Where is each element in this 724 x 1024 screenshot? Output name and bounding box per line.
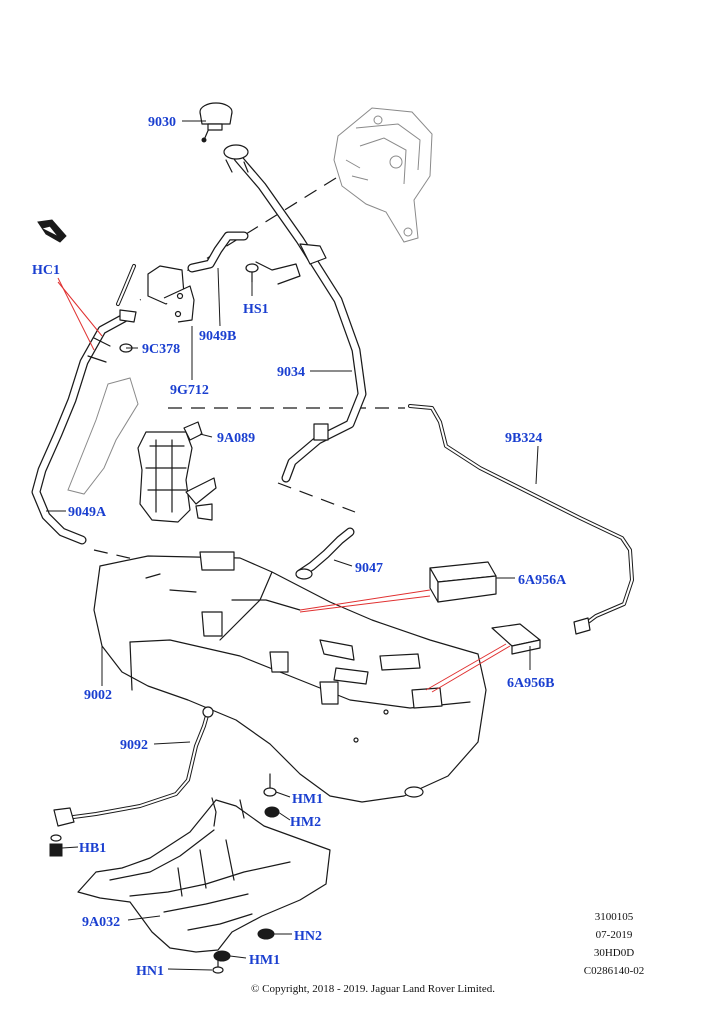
fuel-line-part [408, 404, 634, 635]
fuel-pump-module [137, 421, 217, 523]
valve-bracket-part [147, 265, 195, 323]
fastener-hm1-bottom [213, 950, 231, 962]
control-module-a [429, 561, 497, 603]
hose-9047-part [295, 527, 355, 580]
bolt-hs1-part [245, 263, 259, 283]
callout-6a956a: 6A956A [518, 573, 567, 588]
callout-6a956b: 6A956B [507, 676, 554, 691]
callout-hc1: HC1 [32, 263, 60, 278]
hose-assembly-part [31, 264, 137, 545]
clip-hc1-part [37, 219, 67, 243]
callout-9c378: 9C378 [142, 342, 180, 357]
reference-model: 30HD0D [594, 947, 634, 959]
callout-9092: 9092 [120, 738, 148, 753]
callout-hn2: HN2 [294, 929, 322, 944]
fastener-hn1 [212, 959, 224, 974]
callout-hn1: HN1 [136, 964, 164, 979]
callout-9002: 9002 [84, 688, 112, 703]
callout-hm1-bottom: HM1 [249, 953, 280, 968]
tank-strap-part [53, 706, 214, 827]
callout-9049a: 9049A [68, 505, 107, 520]
callout-9a032: 9A032 [82, 915, 120, 930]
callout-labels: 9030 HC1 HS1 9049B 9C378 9G712 9034 9B32… [32, 115, 567, 979]
callout-hs1: HS1 [243, 302, 269, 317]
fuel-cap-part [199, 102, 233, 143]
copyright-notice: © Copyright, 2018 - 2019. Jaguar Land Ro… [251, 983, 495, 995]
heat-shield-part [77, 797, 331, 953]
callout-9047: 9047 [355, 561, 383, 576]
control-module-b [491, 623, 541, 655]
reference-block: 3100105 07-2019 30HD0D C0286140-02 [584, 911, 645, 977]
callout-9034: 9034 [277, 365, 305, 380]
engine-bracket-drawing [333, 107, 433, 243]
fuel-tank-part [93, 551, 487, 803]
filler-neck-part [223, 144, 367, 483]
leader-lines [46, 120, 539, 971]
reference-code: 3100105 [595, 911, 634, 923]
vent-hose-part [187, 231, 301, 285]
reference-date: 07-2019 [596, 929, 633, 941]
callout-hm1-top: HM1 [292, 792, 323, 807]
callout-hm2: HM2 [290, 815, 321, 830]
fastener-hm1-top [263, 773, 277, 797]
reference-illustration: C0286140-02 [584, 965, 645, 977]
fastener-hm2 [264, 806, 280, 818]
pump-heat-bracket [67, 377, 139, 495]
fastener-hb1 [49, 834, 63, 857]
callout-9a089: 9A089 [217, 431, 255, 446]
callout-9030: 9030 [148, 115, 176, 130]
callout-9g712: 9G712 [170, 383, 209, 398]
fastener-hn2 [257, 928, 275, 940]
callout-9b324: 9B324 [505, 431, 542, 446]
callout-hb1: HB1 [79, 841, 106, 856]
callout-9049b: 9049B [199, 329, 236, 344]
